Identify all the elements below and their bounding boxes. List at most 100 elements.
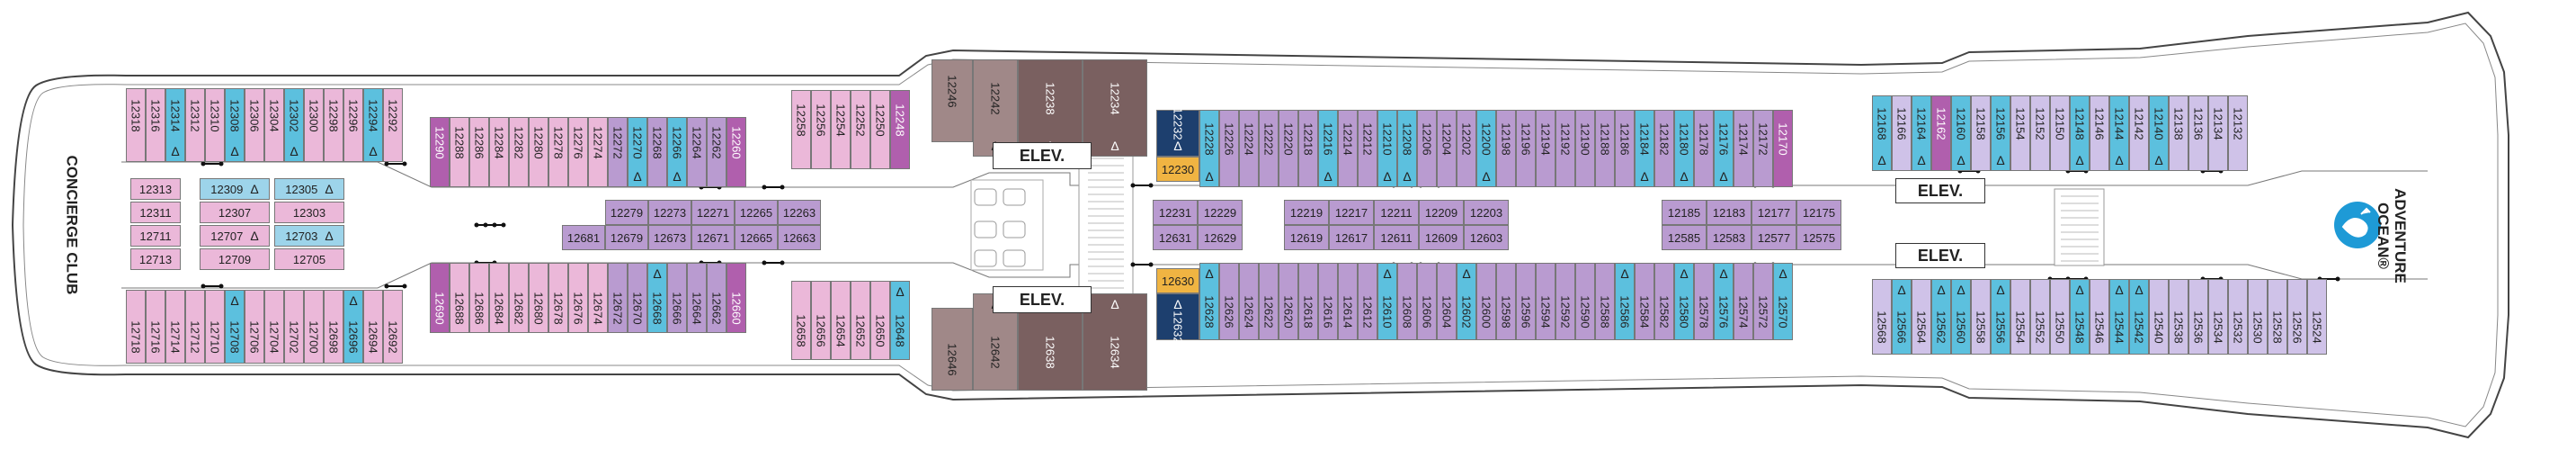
cabin-12694[interactable]: 12694 xyxy=(363,290,383,364)
cabin-12582[interactable]: 12582 xyxy=(1654,263,1674,340)
cabin-12190[interactable]: 12190 xyxy=(1575,110,1595,187)
cabin-12303[interactable]: 12303 xyxy=(274,202,344,223)
cabin-12150[interactable]: 12150 xyxy=(2050,95,2070,171)
cabin-12592[interactable]: 12592 xyxy=(1555,263,1575,340)
cabin-12219[interactable]: 12219 xyxy=(1284,200,1329,225)
cabin-12698[interactable]: 12698 xyxy=(324,290,343,364)
cabin-12678[interactable]: 12678 xyxy=(548,263,568,333)
cabin-12673[interactable]: 12673 xyxy=(648,225,691,250)
cabin-12300[interactable]: 12300 xyxy=(304,88,324,162)
cabin-12662[interactable]: 12662 xyxy=(707,263,726,333)
cabin-12626[interactable]: 12626 xyxy=(1219,263,1239,340)
cabin-12313[interactable]: 12313 xyxy=(130,178,181,200)
cabin-12609[interactable]: 12609 xyxy=(1419,225,1464,250)
cabin-12222[interactable]: 12222 xyxy=(1259,110,1279,187)
cabin-12577[interactable]: 12577 xyxy=(1752,225,1796,250)
cabin-12624[interactable]: 12624 xyxy=(1239,263,1259,340)
cabin-12534[interactable]: 12534 xyxy=(2208,279,2228,355)
cabin-12688[interactable]: 12688 xyxy=(450,263,469,333)
cabin-12676[interactable]: 12676 xyxy=(568,263,588,333)
cabin-12152[interactable]: 12152 xyxy=(2030,95,2050,171)
cabin-12170[interactable]: 12170 xyxy=(1773,110,1793,187)
cabin-12572[interactable]: 12572 xyxy=(1753,263,1773,340)
cabin-12282[interactable]: 12282 xyxy=(509,117,529,187)
cabin-12540[interactable]: 12540 xyxy=(2149,279,2169,355)
cabin-12672[interactable]: 12672 xyxy=(608,263,628,333)
cabin-12546[interactable]: 12546 xyxy=(2090,279,2109,355)
cabin-12311[interactable]: 12311 xyxy=(130,202,181,223)
cabin-12620[interactable]: 12620 xyxy=(1279,263,1298,340)
cabin-12554[interactable]: 12554 xyxy=(2010,279,2030,355)
cabin-12584[interactable]: 12584 xyxy=(1635,263,1654,340)
cabin-12692[interactable]: 12692 xyxy=(383,290,403,364)
cabin-12603[interactable]: 12603 xyxy=(1464,225,1509,250)
cabin-12590[interactable]: 12590 xyxy=(1575,263,1595,340)
cabin-12276[interactable]: 12276 xyxy=(568,117,588,187)
cabin-12714[interactable]: 12714 xyxy=(165,290,185,364)
cabin-12231[interactable]: 12231 xyxy=(1153,200,1198,225)
cabin-12220[interactable]: 12220 xyxy=(1279,110,1298,187)
cabin-12307[interactable]: 12307 xyxy=(200,202,270,223)
cabin-12250[interactable]: 12250 xyxy=(870,90,890,169)
cabin-12254[interactable]: 12254 xyxy=(831,90,851,169)
cabin-12206[interactable]: 12206 xyxy=(1417,110,1437,187)
cabin-12198[interactable]: 12198 xyxy=(1496,110,1516,187)
cabin-12162[interactable]: 12162 xyxy=(1931,95,1951,171)
cabin-12230[interactable]: 12230 xyxy=(1156,157,1199,182)
cabin-12681[interactable]: 12681 xyxy=(562,225,605,250)
cabin-12252[interactable]: 12252 xyxy=(851,90,870,169)
cabin-12652[interactable]: 12652 xyxy=(851,281,870,360)
cabin-12203[interactable]: 12203 xyxy=(1464,200,1509,225)
cabin-12588[interactable]: 12588 xyxy=(1595,263,1615,340)
cabin-12712[interactable]: 12712 xyxy=(185,290,205,364)
cabin-12578[interactable]: 12578 xyxy=(1694,263,1714,340)
cabin-12665[interactable]: 12665 xyxy=(735,225,778,250)
cabin-12273[interactable]: 12273 xyxy=(648,200,691,225)
cabin-12679[interactable]: 12679 xyxy=(605,225,648,250)
cabin-12550[interactable]: 12550 xyxy=(2050,279,2070,355)
cabin-12214[interactable]: 12214 xyxy=(1338,110,1358,187)
cabin-12278[interactable]: 12278 xyxy=(548,117,568,187)
cabin-12142[interactable]: 12142 xyxy=(2129,95,2149,171)
cabin-12178[interactable]: 12178 xyxy=(1694,110,1714,187)
cabin-12617[interactable]: 12617 xyxy=(1329,225,1374,250)
cabin-12646[interactable]: 12646 xyxy=(931,308,973,391)
cabin-12246[interactable]: 12246 xyxy=(931,59,973,142)
cabin-12622[interactable]: 12622 xyxy=(1259,263,1279,340)
cabin-12204[interactable]: 12204 xyxy=(1437,110,1457,187)
cabin-12274[interactable]: 12274 xyxy=(588,117,608,187)
cabin-12134[interactable]: 12134 xyxy=(2208,95,2228,171)
cabin-12211[interactable]: 12211 xyxy=(1374,200,1419,225)
cabin-12218[interactable]: 12218 xyxy=(1298,110,1318,187)
cabin-12524[interactable]: 12524 xyxy=(2307,279,2327,355)
cabin-12538[interactable]: 12538 xyxy=(2169,279,2188,355)
cabin-12217[interactable]: 12217 xyxy=(1329,200,1374,225)
cabin-12194[interactable]: 12194 xyxy=(1536,110,1555,187)
cabin-12564[interactable]: 12564 xyxy=(1912,279,1931,355)
cabin-12568[interactable]: 12568 xyxy=(1872,279,1892,355)
cabin-12177[interactable]: 12177 xyxy=(1752,200,1796,225)
cabin-12264[interactable]: 12264 xyxy=(687,117,707,187)
cabin-12596[interactable]: 12596 xyxy=(1516,263,1536,340)
cabin-12182[interactable]: 12182 xyxy=(1654,110,1674,187)
cabin-12532[interactable]: 12532 xyxy=(2228,279,2248,355)
cabin-12686[interactable]: 12686 xyxy=(469,263,489,333)
cabin-12702[interactable]: 12702 xyxy=(284,290,304,364)
cabin-12268[interactable]: 12268 xyxy=(647,117,667,187)
cabin-12265[interactable]: 12265 xyxy=(735,200,778,225)
